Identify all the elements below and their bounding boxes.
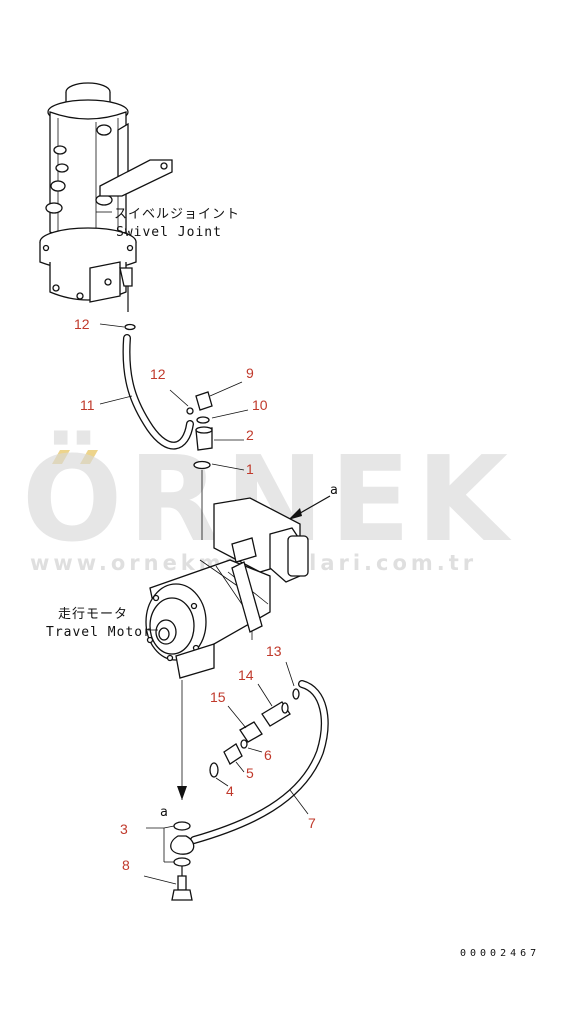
part-9-elbow [195,391,213,411]
swivel-joint-label-jp: スイベルジョイント [114,207,240,222]
travel-motor-label-jp: 走行モータ [58,607,128,622]
callout-2: 2 [246,427,254,443]
view-label-a-bottom: a [160,805,169,820]
watermark-umlaut-left [52,450,70,464]
travel-motor-label-en: Travel Motor [46,625,152,640]
part-8-bolt [177,875,187,891]
banjo-fitting [170,835,195,855]
callout-10: 10 [252,397,268,413]
part-10-oring [196,416,210,424]
callout-12-b: 12 [150,366,166,382]
callout-13: 13 [266,643,282,659]
callout-6: 6 [264,747,272,763]
part-1-oring [193,460,211,470]
callout-12-a: 12 [74,316,90,332]
callout-5: 5 [246,765,254,781]
drawing-number: 00002467 [460,948,540,959]
callout-14: 14 [238,667,254,683]
callout-4: 4 [226,783,234,799]
callout-3: 3 [120,821,128,837]
travel-motor [145,497,309,679]
part-3-washer-b [173,857,191,867]
callout-8: 8 [122,857,130,873]
view-label-a-top: a [330,483,339,498]
part-3-washer-a [173,821,191,831]
callout-15: 15 [210,689,226,705]
swivel-joint [39,82,173,312]
part-12-oring [124,323,136,331]
callout-1: 1 [246,461,254,477]
part-6-oring [240,739,248,749]
callout-7: 7 [308,815,316,831]
part-5-elbow [223,743,243,765]
part-13-oring [292,688,300,700]
swivel-joint-label-en: Swivel Joint [116,225,222,240]
part-4-oring [209,762,219,778]
callout-11: 11 [80,397,95,413]
callout-9: 9 [246,365,254,381]
part-12-oring-b [186,407,194,415]
watermark-umlaut-right [80,450,98,464]
